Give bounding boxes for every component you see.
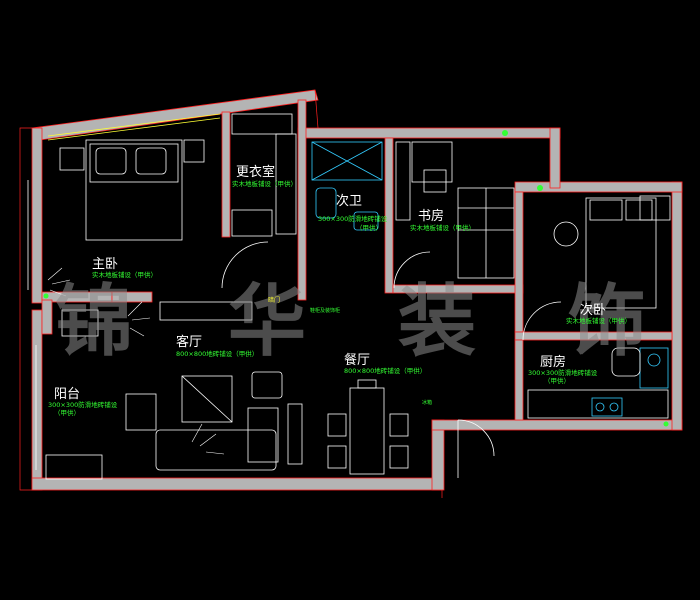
balcony-sub: （甲供） bbox=[54, 408, 80, 417]
second-bathroom-name: 次卫 bbox=[336, 193, 362, 209]
windows bbox=[27, 113, 221, 470]
master-bedroom-name: 主卧 bbox=[92, 257, 118, 272]
column-markers bbox=[43, 130, 669, 427]
second-bedroom-floor: 实木地板铺设（甲供） bbox=[566, 316, 631, 325]
kitchen-floor: 300×300防滑地砖铺设 bbox=[528, 368, 598, 377]
watermark-char-1: 锦 bbox=[55, 276, 133, 367]
dining-room-name: 餐厅 bbox=[344, 352, 370, 368]
kitchen-name: 厨房 bbox=[540, 354, 566, 370]
walk-in-closet-name: 更衣室 bbox=[236, 164, 275, 180]
hidden-door-label: 暗门 bbox=[268, 296, 280, 304]
outline-lines bbox=[19, 89, 443, 498]
study-name: 书房 bbox=[418, 208, 444, 224]
walls bbox=[31, 89, 683, 491]
living-room-name: 客厅 bbox=[176, 334, 202, 350]
dining-room-floor: 800×800地砖铺设（甲供） bbox=[344, 366, 426, 375]
balcony-floor: 300×300防滑地砖铺设 bbox=[48, 400, 118, 409]
shoe-cabinet-label: 鞋柜及装饰柜 bbox=[310, 307, 340, 314]
balcony-name: 阳台 bbox=[54, 387, 80, 402]
master-bedroom-floor: 实木地板铺设（甲供） bbox=[92, 270, 157, 279]
walk-in-closet-floor: 实木地板铺设（甲供） bbox=[232, 179, 297, 188]
watermark-char-4: 饰 bbox=[568, 276, 646, 367]
watermark-char-2: 华 bbox=[228, 276, 306, 367]
watermark-char-3: 装 bbox=[398, 276, 476, 367]
kitchen-sub: （甲供） bbox=[544, 376, 570, 385]
living-room-floor: 800×800地砖铺设（甲供） bbox=[176, 349, 258, 358]
study-floor: 实木地板铺设（甲供） bbox=[410, 223, 475, 232]
second-bedroom-name: 次卧 bbox=[580, 302, 606, 318]
plants bbox=[47, 267, 225, 455]
second-bathroom-floor: 300×300防滑地砖铺设 bbox=[318, 214, 388, 223]
watermark: 锦 华 装 饰 bbox=[55, 276, 646, 367]
fridge-label: 冰箱 bbox=[422, 399, 432, 406]
second-bathroom-sub: （甲供） bbox=[356, 223, 382, 232]
furniture bbox=[45, 113, 671, 480]
room-labels: 主卧 实木地板铺设（甲供） 更衣室 实木地板铺设（甲供） 次卫 300×300防… bbox=[48, 164, 631, 417]
